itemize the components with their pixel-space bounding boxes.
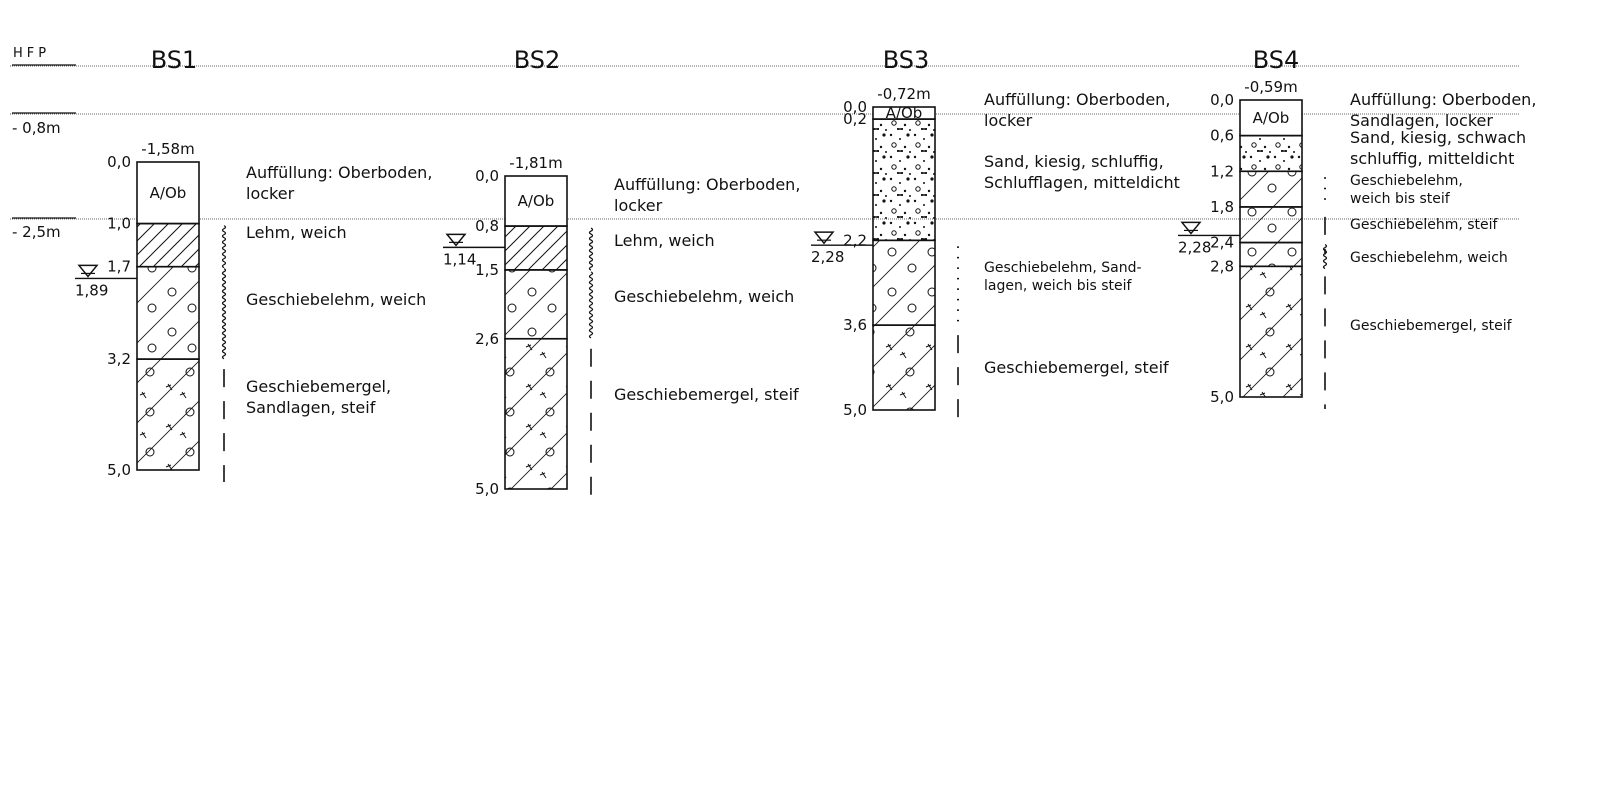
- consistency-wavy-line: [221, 268, 227, 360]
- layer-description: Geschiebemergel,: [246, 377, 391, 396]
- layer-description: locker: [246, 184, 295, 203]
- soil-layer: [504, 225, 568, 271]
- depth-label: 1,8: [1210, 198, 1234, 216]
- layer-description: Geschiebelehm, weich: [1350, 250, 1508, 266]
- level-08-label: - 0,8m: [12, 119, 61, 137]
- elevation-label: -0,59m: [1244, 78, 1297, 96]
- water-level-icon: [77, 264, 99, 278]
- depth-label: 1,0: [107, 215, 131, 233]
- bottom-depth-label: 5,0: [475, 480, 499, 498]
- borehole-title: BS1: [151, 46, 198, 74]
- depth-label: 2,6: [475, 330, 499, 348]
- soil-layer: [1239, 134, 1303, 173]
- layer-description: Auffüllung: Oberboden,: [614, 175, 800, 194]
- layer-description: Sandlagen, steif: [246, 398, 376, 417]
- soil-layer: [1239, 265, 1303, 398]
- borehole-title: BS3: [883, 46, 930, 74]
- soil-layer: [872, 118, 936, 242]
- depth-label: 0,2: [843, 110, 867, 128]
- water-level-label: 2,28: [811, 248, 844, 266]
- soil-layer: [136, 358, 200, 471]
- depth-label: 1,2: [1210, 162, 1234, 180]
- consistency-wavy-line: [588, 271, 594, 339]
- depth-label: 3,6: [843, 316, 867, 334]
- layer-description: schluffig, mitteldicht: [1350, 149, 1514, 168]
- layer-description: Sand, kiesig, schwach: [1350, 128, 1526, 147]
- consistency-wavy-line: [1322, 244, 1328, 270]
- layer-description: Geschiebelehm, weich: [614, 287, 794, 306]
- depth-label: 2,4: [1210, 234, 1234, 252]
- layer-description: lagen, weich bis steif: [984, 278, 1133, 294]
- soil-layer: [1239, 241, 1303, 268]
- soil-layer: [1239, 170, 1303, 208]
- elevation-label: -1,58m: [141, 140, 194, 158]
- soil-layer: [872, 324, 936, 411]
- layer-description: Geschiebelehm,: [1350, 173, 1463, 189]
- layer-description: Geschiebemergel, steif: [614, 385, 799, 404]
- soil-layer: [504, 175, 568, 227]
- soil-layer: [872, 239, 936, 326]
- elevation-label: -1,81m: [509, 154, 562, 172]
- water-level-icon: [445, 233, 467, 247]
- layer-code: A/Ob: [150, 184, 187, 202]
- layer-description: Geschiebelehm, Sand-: [984, 260, 1142, 276]
- layer-description: Auffüllung: Oberboden,: [1350, 90, 1536, 109]
- hfp-label: HFP: [13, 46, 50, 61]
- water-level-label: 2,28: [1178, 238, 1211, 256]
- borehole-title: BS2: [514, 46, 561, 74]
- layer-description: Geschiebelehm, weich: [246, 290, 426, 309]
- depth-label: 1,5: [475, 261, 499, 279]
- soil-layer: [504, 337, 568, 490]
- layer-description: Sand, kiesig, schluffig,: [984, 152, 1164, 171]
- level-25-label: - 2,5m: [12, 223, 61, 241]
- bottom-depth-label: 5,0: [843, 401, 867, 419]
- water-level-label: 1,89: [75, 281, 108, 299]
- depth-label: 0,6: [1210, 127, 1234, 145]
- depth-label: 3,2: [107, 350, 131, 368]
- layer-code: A/Ob: [518, 192, 555, 210]
- depth-label: 2,8: [1210, 257, 1234, 275]
- borehole-title: BS4: [1253, 46, 1300, 74]
- layer-description: weich bis steif: [1350, 191, 1451, 207]
- water-level-icon: [813, 231, 835, 245]
- depth-label: 0,0: [475, 167, 499, 185]
- depth-label: 0,8: [475, 217, 499, 235]
- layer-description: locker: [614, 196, 663, 215]
- soil-layer: [136, 222, 200, 268]
- bottom-depth-label: 5,0: [107, 461, 131, 479]
- water-level-icon: [1180, 221, 1202, 235]
- elevation-label: -0,72m: [877, 85, 930, 103]
- depth-label: 1,7: [107, 258, 131, 276]
- depth-label: 0,0: [1210, 91, 1234, 109]
- consistency-wavy-line: [221, 225, 227, 269]
- layer-description: Geschiebemergel, steif: [984, 358, 1169, 377]
- layer-description: Schlufflagen, mitteldicht: [984, 173, 1180, 192]
- layer-description: Geschiebemergel, steif: [1350, 318, 1513, 334]
- layer-description: Geschiebelehm, steif: [1350, 217, 1499, 233]
- layer-description: Lehm, weich: [246, 223, 347, 242]
- layer-code: A/Ob: [1253, 109, 1290, 127]
- layer-description: Auffüllung: Oberboden,: [984, 90, 1170, 109]
- layer-description: locker: [984, 111, 1033, 130]
- bottom-depth-label: 5,0: [1210, 388, 1234, 406]
- water-level-label: 1,14: [443, 250, 476, 268]
- layer-code: A/Ob: [886, 104, 923, 122]
- depth-label: 2,2: [843, 231, 867, 249]
- layer-description: Sandlagen, locker: [1350, 111, 1493, 130]
- depth-label: 0,0: [843, 98, 867, 116]
- consistency-wavy-line: [588, 227, 594, 271]
- layer-description: Lehm, weich: [614, 231, 715, 250]
- soil-layer: [504, 269, 568, 340]
- soil-layer: [1239, 206, 1303, 244]
- depth-label: 0,0: [107, 153, 131, 171]
- soil-layer: [136, 265, 200, 360]
- layer-description: Auffüllung: Oberboden,: [246, 163, 432, 182]
